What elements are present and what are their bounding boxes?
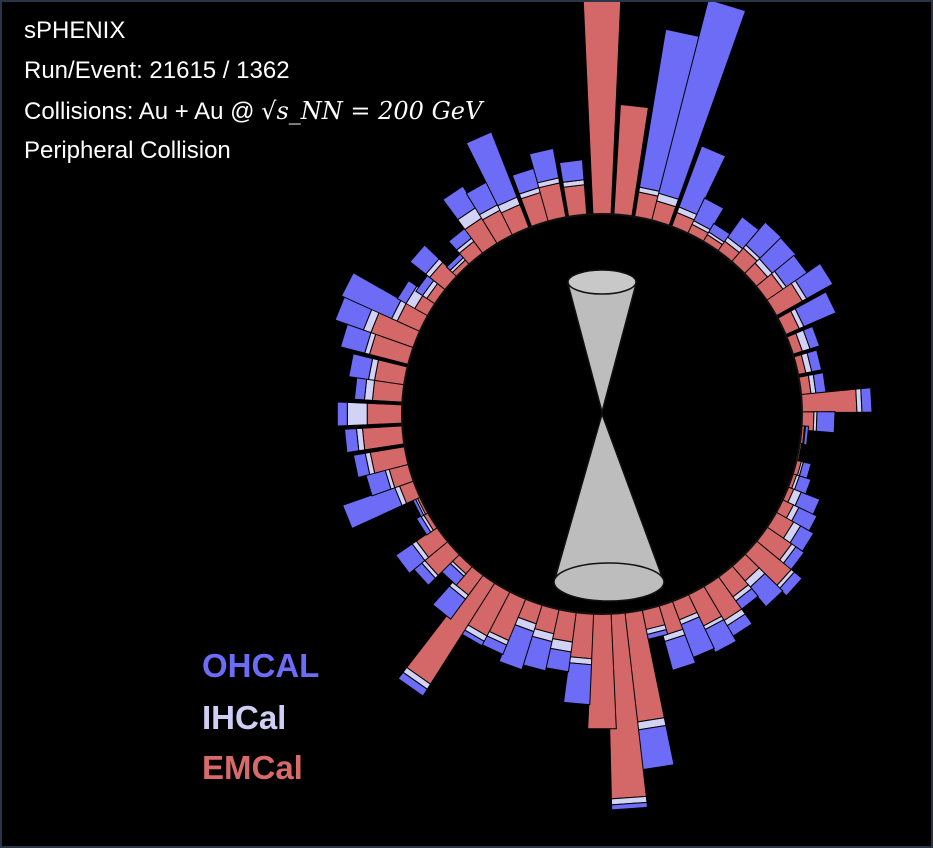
centrality-label: Peripheral Collision xyxy=(24,137,231,164)
ohcal-tower xyxy=(336,401,348,427)
ohcal-tower xyxy=(348,353,374,381)
ohcal-tower xyxy=(806,349,823,373)
ohcal-tower xyxy=(794,291,837,328)
emcal-tower xyxy=(361,425,405,451)
ohcal-tower xyxy=(812,372,827,395)
ohcal-tower xyxy=(352,452,371,479)
ohcal-tower xyxy=(396,279,418,305)
emcal-tower xyxy=(582,2,622,215)
ohcal-tower xyxy=(397,671,428,697)
ihcal-tower xyxy=(346,401,368,427)
ohcal-tower xyxy=(860,387,873,413)
ohcal-tower xyxy=(562,662,593,706)
ohcal-tower xyxy=(803,425,810,446)
ohcal-tower xyxy=(528,147,560,184)
ohcal-tower xyxy=(431,585,467,620)
legend-ihcal: IHCal xyxy=(202,699,287,736)
ohcal-tower xyxy=(341,486,403,530)
ohcal-tower xyxy=(465,131,518,207)
emcal-tower xyxy=(366,402,403,426)
collisions-prefix: Collisions: Au + Au @ xyxy=(24,98,262,125)
legend-emcal: EMCal xyxy=(202,749,303,786)
ohcal-tower xyxy=(794,262,834,300)
ohcal-tower xyxy=(611,801,649,811)
ohcal-tower xyxy=(815,411,836,434)
run-event-label: Run/Event: 21615 / 1362 xyxy=(24,57,290,84)
emcal-tower xyxy=(563,184,588,218)
collision-energy: √s_NN = 200 GeV xyxy=(261,97,483,125)
ohcal-tower xyxy=(340,272,402,320)
experiment-label: sPHENIX xyxy=(24,17,126,44)
ohcal-tower xyxy=(778,571,803,597)
ohcal-tower xyxy=(415,515,432,536)
ohcal-tower xyxy=(802,325,821,350)
ohcal-tower xyxy=(394,543,426,575)
ohcal-tower xyxy=(658,2,747,200)
ohcal-tower xyxy=(343,428,360,454)
ohcal-tower xyxy=(693,197,725,231)
lower-cone-cap xyxy=(553,562,665,602)
ohcal-tower xyxy=(745,221,783,260)
ohcal-tower xyxy=(758,237,797,275)
ohcal-tower xyxy=(498,623,535,671)
emcal-tower xyxy=(373,359,409,386)
ohcal-tower xyxy=(558,159,585,183)
ohcal-tower xyxy=(678,145,727,216)
upper-cone-cap xyxy=(567,269,637,295)
collisions-label: Collisions: Au + Au @ √s_NN = 200 GeV xyxy=(24,96,482,127)
legend-ohcal: OHCAL xyxy=(202,647,320,684)
collision-cones xyxy=(553,269,666,602)
ohcal-tower xyxy=(749,572,784,608)
ohcal-tower xyxy=(664,634,697,672)
tower-layer xyxy=(334,2,873,811)
ohcal-tower xyxy=(409,244,440,275)
ohcal-tower xyxy=(353,376,368,401)
